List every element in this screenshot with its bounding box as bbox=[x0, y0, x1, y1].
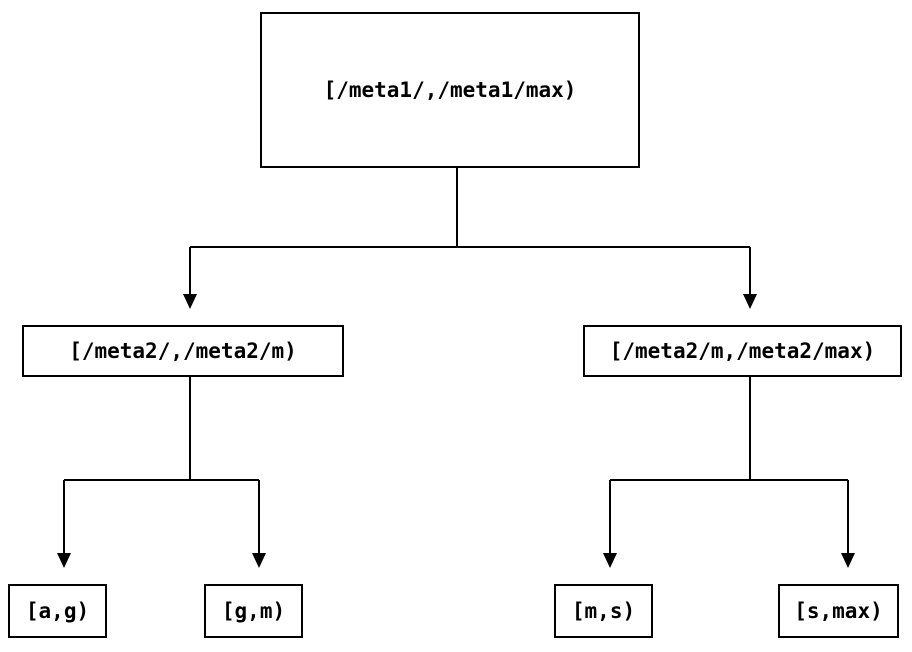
node-meta2-upper-range: [/meta2/m,/meta2/max) bbox=[583, 325, 902, 377]
arrowhead-to-leaf-3 bbox=[603, 553, 617, 568]
leaf-node-a-g-label: [a,g) bbox=[25, 599, 90, 623]
node-meta2-lower-range-label: [/meta2/,/meta2/m) bbox=[69, 339, 297, 363]
leaf-node-g-m: [g,m) bbox=[204, 584, 303, 638]
node-meta1-range: [/meta1/,/meta1/max) bbox=[260, 12, 640, 168]
node-meta1-range-label: [/meta1/,/meta1/max) bbox=[323, 78, 577, 102]
node-meta2-lower-range: [/meta2/,/meta2/m) bbox=[22, 325, 344, 377]
leaf-node-m-s: [m,s) bbox=[554, 584, 653, 638]
leaf-node-s-max-label: [s,max) bbox=[794, 599, 883, 623]
arrowhead-to-leaf-2 bbox=[252, 553, 266, 568]
arrowhead-to-leaf-4 bbox=[841, 553, 855, 568]
leaf-node-g-m-label: [g,m) bbox=[221, 599, 286, 623]
arrowhead-to-leaf-1 bbox=[57, 553, 71, 568]
arrowhead-to-left-node bbox=[183, 294, 197, 309]
arrowhead-to-right-node bbox=[743, 294, 757, 309]
leaf-node-m-s-label: [m,s) bbox=[571, 599, 636, 623]
node-meta2-upper-range-label: [/meta2/m,/meta2/max) bbox=[609, 339, 876, 363]
leaf-node-a-g: [a,g) bbox=[8, 584, 107, 638]
leaf-node-s-max: [s,max) bbox=[778, 584, 899, 638]
